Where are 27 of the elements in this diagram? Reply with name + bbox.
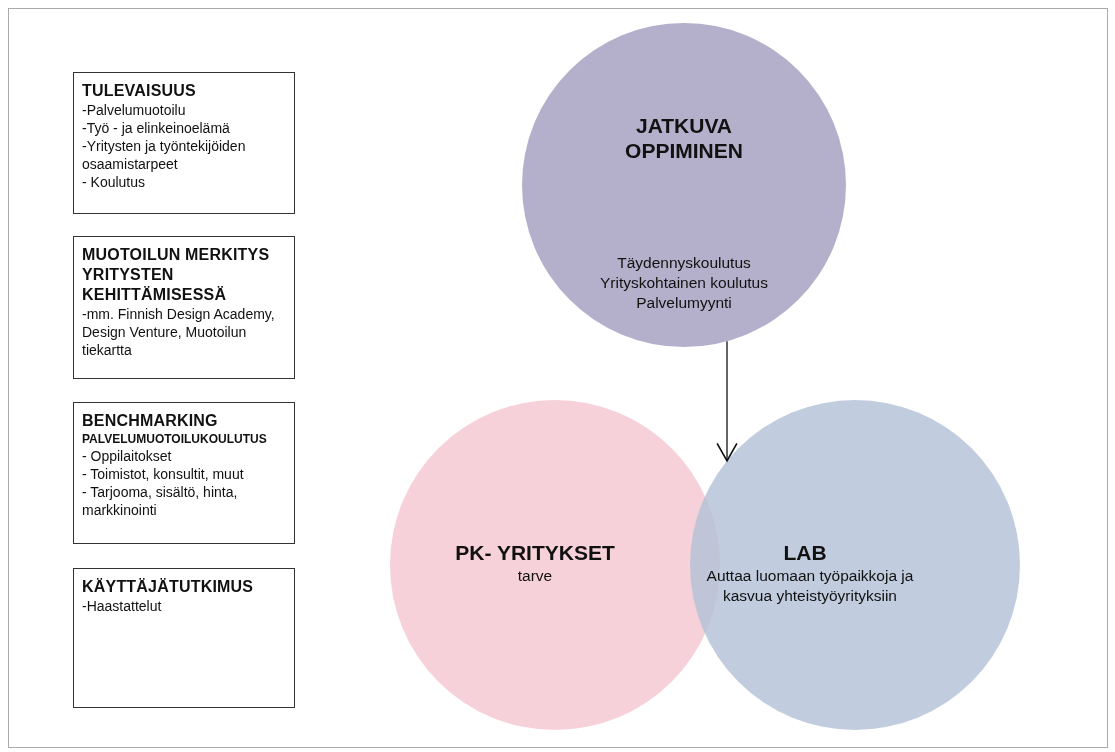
text-box (73, 402, 295, 544)
heading: KÄYTTÄJÄTUTKIMUS (82, 577, 255, 597)
subheading: PALVELUMUOTOILUKOULUTUS (82, 431, 268, 447)
heading: MUOTOILUN MERKITYS YRITYSTEN KEHITTÄMISESSÄ (82, 245, 271, 305)
body-text: Palvelumyynti (635, 293, 733, 313)
heading: BENCHMARKING (82, 411, 219, 431)
text-box (73, 236, 295, 379)
body-text: -Työ - ja elinkeinoelämä (82, 119, 231, 137)
body-text: Auttaa luomaan työpaikkoja ja kasvua yhteistyöyrityksiin (705, 566, 915, 606)
heading: TULEVAISUUS (82, 81, 197, 101)
body-text: tarve (516, 566, 554, 586)
body-text: Yrityskohtainen koulutus (599, 273, 769, 293)
text-box (73, 568, 295, 708)
heading: LAB (782, 540, 828, 565)
text-box (73, 72, 295, 214)
arrow (716, 340, 738, 462)
body-text: -mm. Finnish Design Academy, Design Venture, Muotoilun tiekartta (82, 305, 276, 359)
body-text: - Toimistot, konsultit, muut (82, 465, 245, 483)
heading: JATKUVA OPPIMINEN (624, 113, 744, 163)
body-text: - Oppilaitokset (82, 447, 173, 465)
body-text: Täydennyskoulutus (616, 253, 752, 273)
heading: PK- YRITYKSET (454, 540, 616, 565)
body-text: - Koulutus (82, 173, 147, 191)
body-text: -Yritysten ja työntekijöiden osaamistarpeet (82, 137, 247, 173)
body-text: -Haastattelut (82, 597, 163, 615)
body-text: - Tarjooma, sisältö, hinta, markkinointi (82, 483, 239, 519)
body-text: -Palvelumuotoilu (82, 101, 187, 119)
